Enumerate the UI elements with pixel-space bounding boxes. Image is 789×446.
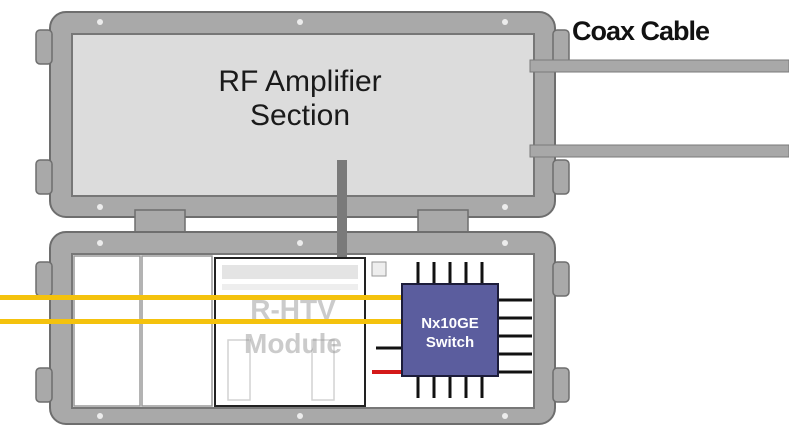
mounting-tab [35,367,53,403]
coax-cable [529,59,789,73]
module-component [227,339,251,401]
fiber-lines [0,295,410,324]
bolt [502,413,508,419]
bolt [297,19,303,25]
coax-cable-label: Coax Cable [572,16,710,46]
switch-pins [376,262,532,398]
module-label-line: R-HTV [250,294,336,325]
bolt [97,19,103,25]
bolt [97,204,103,210]
coax-cables [529,59,789,158]
mounting-tab [35,29,53,65]
switch-body [401,283,499,377]
bolt [502,204,508,210]
switch-chip [372,262,532,398]
module-slot [141,255,213,407]
bolt [502,19,508,25]
module-component [311,339,335,401]
bolt [97,413,103,419]
rf-section-label-line: Section [249,99,351,132]
module-slot [73,255,141,407]
mounting-tab [552,159,570,195]
rhtv-module [214,257,387,407]
rf-amplifier-panel [71,33,535,197]
switch-label-line: Switch [425,334,475,351]
fiber-line [0,295,410,300]
bolt [502,240,508,246]
module-label: R-HTV Module [218,293,368,361]
module-board [214,257,366,407]
rf-connector [337,160,347,260]
module-header-row [222,265,358,279]
switch-label: Nx10GE Switch [404,314,496,352]
coax-cable [529,144,789,158]
switch-label-line: Nx10GE [421,315,479,332]
rf-section-label: RF Amplifier Section [200,65,400,133]
mounting-tab [552,261,570,297]
bolt [297,240,303,246]
mounting-tab [552,29,570,65]
mounting-tab [552,367,570,403]
bolt [297,413,303,419]
mounting-tab [35,261,53,297]
bolt [97,240,103,246]
module-header-row [222,284,358,290]
fiber-line [0,319,410,324]
test-point [371,261,387,277]
mounting-tab [35,159,53,195]
module-label-line: Module [244,328,342,359]
rf-section-label-line: RF Amplifier [218,65,382,98]
rf-enclosure [35,11,570,218]
